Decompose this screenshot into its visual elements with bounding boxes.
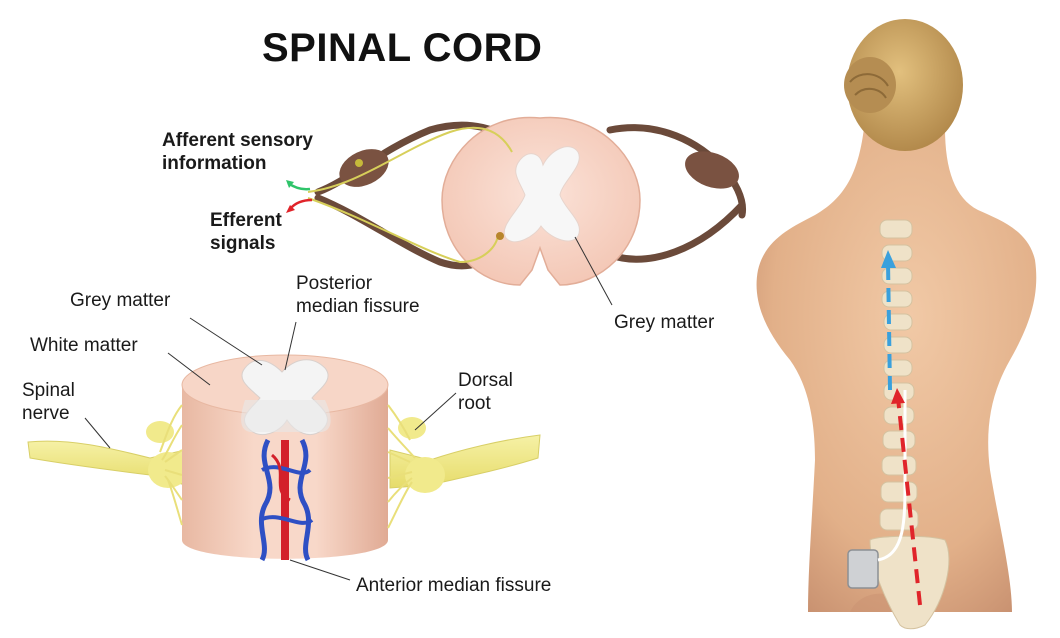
- spinal-nerve-label-line1: Spinal: [22, 380, 75, 402]
- spinal-nerve-label-line2: nerve: [22, 403, 70, 425]
- grey-matter-label-right: Grey matter: [614, 312, 714, 334]
- dorsal-root-label-line1: Dorsal: [458, 370, 513, 392]
- efferent-label-line1: Efferent: [210, 210, 282, 232]
- dorsal-root-label-line2: root: [458, 393, 491, 415]
- posterior-fissure-label-line2: median fissure: [296, 296, 420, 318]
- anterior-fissure-label: Anterior median fissure: [356, 575, 551, 597]
- efferent-label-line2: signals: [210, 233, 275, 255]
- spinal-segment-3d: [28, 318, 540, 580]
- grey-matter-label-left: Grey matter: [70, 290, 170, 312]
- afferent-label-line2: information: [162, 153, 267, 175]
- page-title: SPINAL CORD: [262, 26, 542, 71]
- posterior-fissure-label-line1: Posterior: [296, 273, 372, 295]
- afferent-label-line1: Afferent sensory: [162, 130, 313, 152]
- efferent-arrow-icon: [290, 200, 312, 209]
- white-matter-label: White matter: [30, 335, 138, 357]
- stimulator-device: [848, 550, 878, 588]
- back-figure: [757, 19, 1037, 629]
